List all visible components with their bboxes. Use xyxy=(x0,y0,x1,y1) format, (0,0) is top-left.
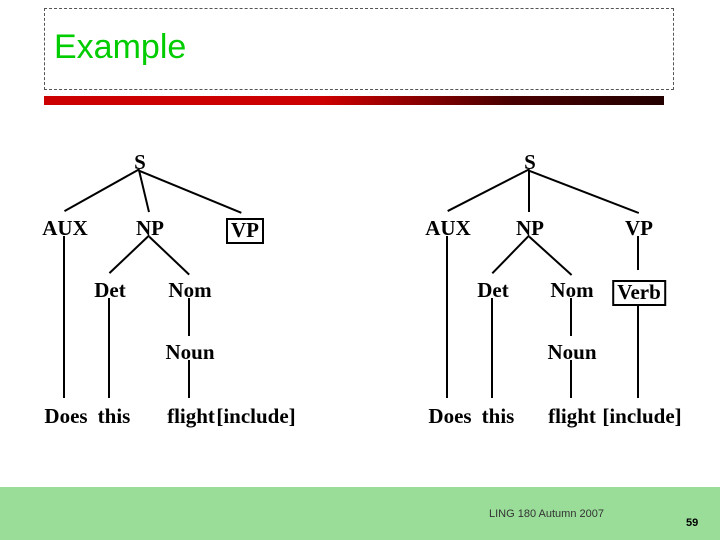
tree-node: Det xyxy=(477,278,509,302)
tree-node: Nom xyxy=(168,278,212,302)
tree-branch xyxy=(63,236,65,398)
tree-leaf-word: this xyxy=(481,404,515,428)
tree-node: Noun xyxy=(547,340,597,364)
tree-branch xyxy=(637,236,639,270)
tree-branch xyxy=(148,236,190,276)
tree-branch xyxy=(528,170,530,212)
tree-branch xyxy=(188,298,190,336)
tree-node: Noun xyxy=(165,340,215,364)
tree-node: Det xyxy=(94,278,126,302)
tree-node: Nom xyxy=(550,278,594,302)
tree-leaf-word: flight xyxy=(167,404,215,428)
tree-branch xyxy=(528,236,572,276)
tree-leaf-word: [include] xyxy=(602,404,682,428)
tree-leaf-word: Does xyxy=(44,404,88,428)
tree-branch xyxy=(188,360,190,398)
footer-course-label: LING 180 Autumn 2007 xyxy=(489,508,604,520)
tree-branch xyxy=(447,168,530,212)
tree-branch xyxy=(491,234,530,274)
tree-branch xyxy=(446,236,448,398)
tree-node: AUX xyxy=(42,216,88,240)
tree-branch xyxy=(570,360,572,398)
tree-node: S xyxy=(134,150,146,174)
tree-node: S xyxy=(524,150,536,174)
tree-branch xyxy=(108,298,110,398)
slide-number: 59 xyxy=(686,517,699,529)
tree-node: VP xyxy=(226,218,264,244)
tree-branch xyxy=(570,298,572,336)
title-divider xyxy=(44,96,664,105)
tree-branch xyxy=(138,170,150,213)
tree-node: VP xyxy=(625,216,653,240)
tree-branch xyxy=(637,300,639,398)
tree-leaf-word: Does xyxy=(428,404,472,428)
footer-band xyxy=(0,487,720,540)
tree-branch xyxy=(64,168,140,212)
tree-branch xyxy=(529,170,639,214)
tree-node: Verb xyxy=(612,280,666,306)
tree-branch xyxy=(139,170,242,214)
tree-leaf-word: flight xyxy=(548,404,596,428)
tree-branch xyxy=(491,298,493,398)
tree-branch xyxy=(108,234,150,274)
title-placeholder xyxy=(44,8,674,90)
tree-leaf-word: this xyxy=(97,404,131,428)
tree-leaf-word: [include] xyxy=(216,404,296,428)
tree-node: AUX xyxy=(425,216,471,240)
tree-node: NP xyxy=(516,216,544,240)
tree-node: NP xyxy=(136,216,164,240)
page-title: Example xyxy=(54,28,187,66)
